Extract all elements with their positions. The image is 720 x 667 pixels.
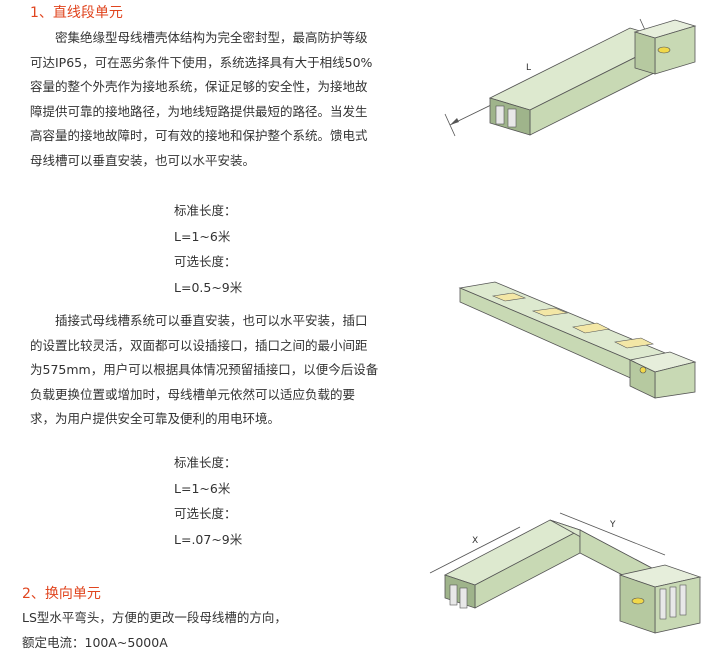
- text-line: 为575mm，用户可以根据具体情况预留插接口，以便今后设备: [30, 362, 379, 377]
- spec-line: L=1~6米: [174, 228, 231, 244]
- elbow-busway-diagram: X Y: [429, 512, 702, 634]
- text-line: 密集绝缘型母线槽壳体结构为完全密封型，最高防护等级: [55, 30, 368, 45]
- text-line: 额定电流：100A~5000A: [22, 634, 168, 650]
- straight-busway-diagram: L: [444, 18, 697, 137]
- text-line: 插接式母线槽系统可以垂直安装，也可以水平安装，插口: [55, 313, 368, 328]
- spec-line: L=0.5~9米: [174, 279, 243, 295]
- text-line: 求，为用户提供安全可靠及便利的用电环境。: [30, 411, 281, 426]
- text-line: 容量的整个外壳作为接地系统，保证足够的安全性，为接地故: [30, 79, 368, 94]
- text-line: 母线槽可以垂直安装，也可以水平安装。: [30, 152, 256, 168]
- y-dimension-label: Y: [609, 520, 616, 530]
- section-heading-elbow: 2、换向单元: [22, 586, 101, 602]
- text-line: 高容量的接地故障时，可有效的接地和保护整个系统。馈电式: [30, 128, 368, 143]
- text-line: 的设置比较灵活，双面都可以设插接口，插口之间的最小间距: [30, 337, 368, 353]
- x-dimension-label: X: [472, 536, 478, 546]
- text-line: LS型水平弯头，方便的更改一段母线槽的方向，: [22, 610, 287, 625]
- spec-line: 标准长度：: [174, 203, 237, 218]
- spec-line: 标准长度：: [174, 455, 237, 470]
- spec-line: L=.07~9米: [174, 531, 243, 547]
- elbow-unit-description: LS型水平弯头，方便的更改一段母线槽的方向， 额定电流：100A~5000A: [22, 606, 382, 655]
- section-heading-straight: 1、直线段单元: [30, 5, 123, 21]
- plug-in-unit-length-spec: 标准长度： L=1~6米可选长度： L=.07~9米: [174, 450, 242, 552]
- spec-line: 可选长度：: [174, 506, 237, 521]
- text-line: 负载更换位置或增加时，母线槽单元依然可以适应负载的要: [30, 386, 356, 402]
- straight-unit-length-spec: 标准长度： L=1~6米可选长度： L=0.5~9米: [174, 198, 242, 300]
- length-label: L: [526, 63, 531, 73]
- text-line: 可达IP65，可在恶劣条件下使用，系统选择具有大于相线50%: [30, 54, 373, 70]
- plug-in-unit-description: 插接式母线槽系统可以垂直安装，也可以水平安装，插口的设置比较灵活，双面都可以设插…: [30, 309, 420, 432]
- text-line: 障提供可靠的接地路径，为地线短路提供最短的路径。当发生: [30, 103, 368, 119]
- spec-line: 可选长度：: [174, 254, 237, 269]
- plug-in-busway-diagram: [458, 281, 697, 399]
- straight-unit-description: 密集绝缘型母线槽壳体结构为完全密封型，最高防护等级可达IP65，可在恶劣条件下使…: [30, 26, 420, 173]
- spec-line: L=1~6米: [174, 480, 231, 496]
